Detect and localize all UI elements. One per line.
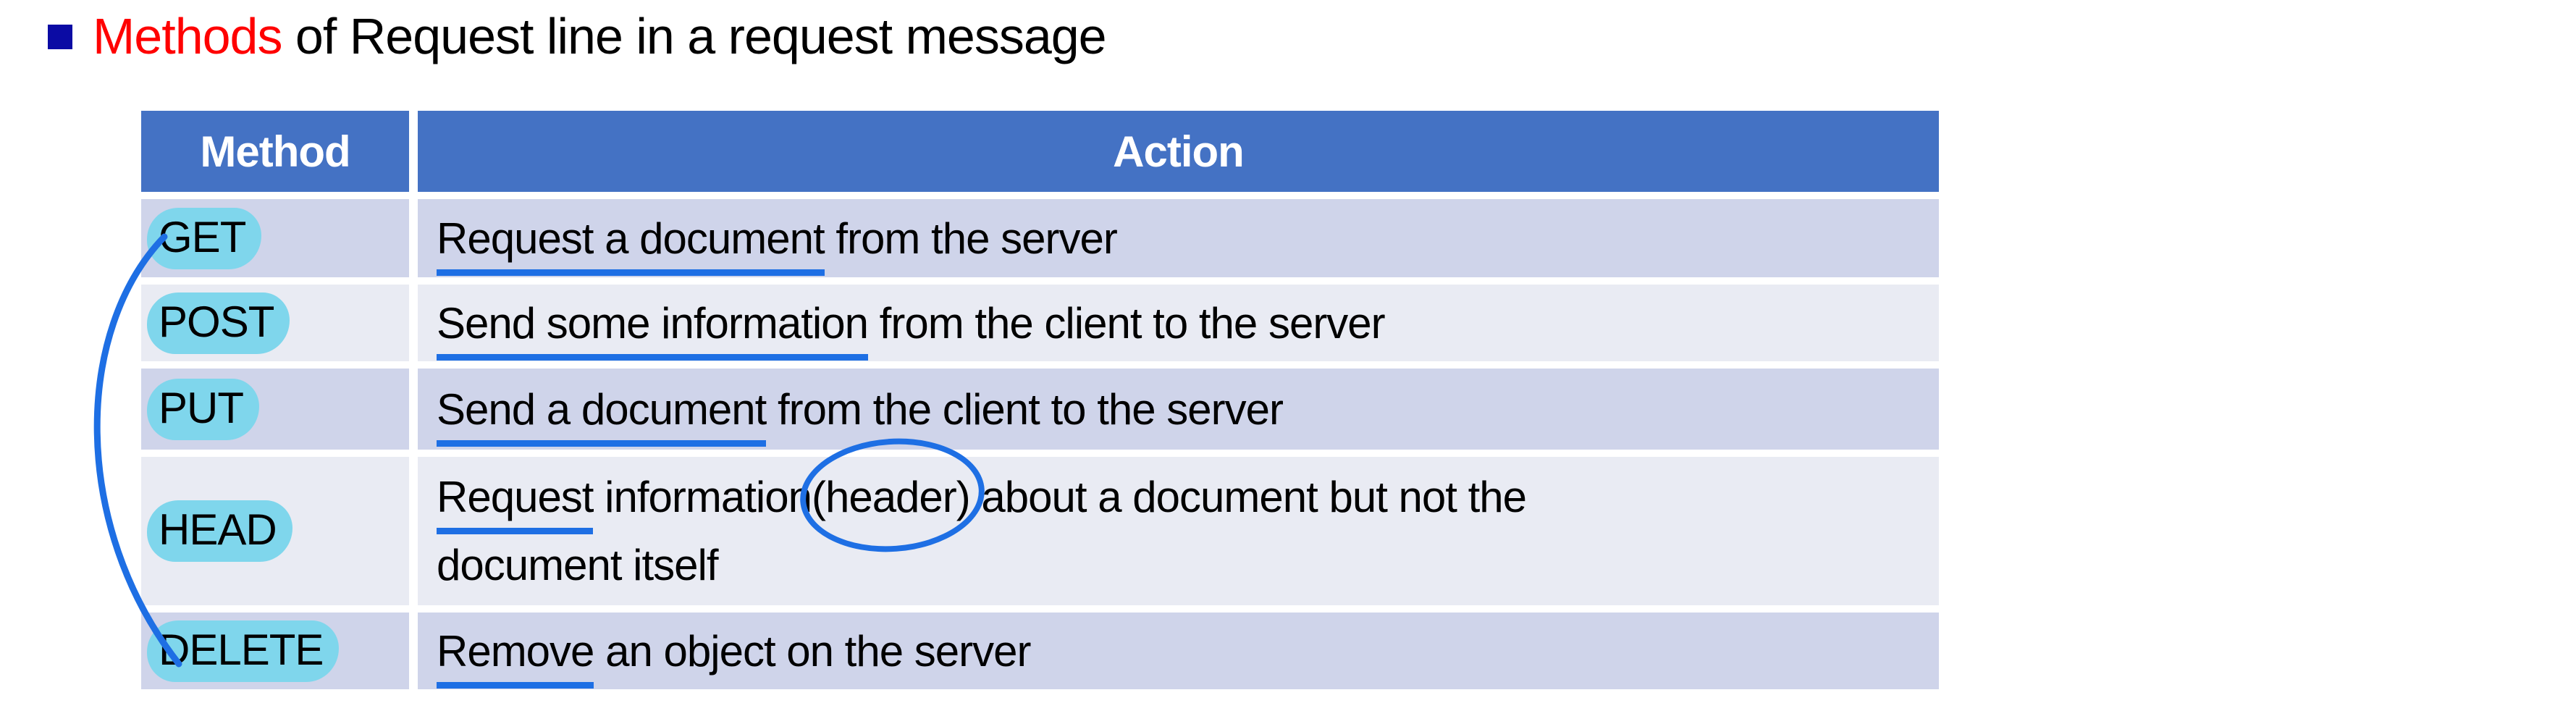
action-segment: document itself — [437, 540, 719, 589]
underline-annotation: Request a document — [437, 214, 825, 276]
method-highlight-annotation: GET — [147, 207, 262, 269]
underline-annotation: Send some information — [437, 298, 869, 361]
title-emphasis: Methods — [93, 8, 282, 64]
method-highlight-annotation: DELETE — [147, 620, 340, 682]
action-text: Send a document from the client to the s… — [437, 384, 1284, 447]
action-segment: an object on the server — [594, 626, 1031, 675]
method-cell-head: HEAD — [141, 457, 409, 605]
method-highlight-annotation: POST — [147, 292, 290, 354]
method-highlight-annotation: PUT — [147, 378, 259, 440]
method-cell-put: PUT — [141, 369, 409, 450]
action-text: Remove an object on the server — [437, 626, 1031, 689]
underline-annotation: Request — [437, 472, 594, 534]
action-text: Request a document from the server — [437, 214, 1118, 276]
underline-annotation: Send a document — [437, 384, 767, 447]
methods-table: Method Action GET Request a document from… — [141, 111, 1939, 689]
method-cell-get: GET — [141, 199, 409, 277]
title-rest: of Request line in a request message — [282, 8, 1107, 64]
action-cell-head: Request information(header) about a docu… — [418, 432, 1939, 605]
action-cell-post: Send some information from the client to… — [418, 285, 1939, 361]
circle-annotation — [796, 432, 988, 558]
method-cell-post: POST — [141, 285, 409, 361]
page-title: Methods of Request line in a request mes… — [93, 6, 1107, 67]
action-segment: from the client to the server — [766, 384, 1284, 434]
action-text: Send some information from the client to… — [437, 298, 1386, 361]
action-cell-delete: Remove an object on the server — [418, 613, 1939, 689]
action-segment: information — [593, 472, 812, 521]
column-header-method: Method — [141, 111, 409, 192]
bullet-square-icon — [48, 25, 72, 49]
slide-title: Methods of Request line in a request mes… — [48, 6, 1107, 67]
action-cell-get: Request a document from the server — [418, 199, 1939, 277]
action-segment: from the server — [824, 214, 1117, 263]
left-arc-annotation — [93, 233, 182, 668]
action-text: Request information(header) about a docu… — [437, 432, 1527, 599]
method-cell-delete: DELETE — [141, 613, 409, 689]
column-header-action: Action — [418, 111, 1939, 192]
action-cell-put: Send a document from the client to the s… — [418, 369, 1939, 450]
circled-text: (header) — [796, 432, 988, 558]
underline-annotation: Remove — [437, 626, 594, 689]
method-highlight-annotation: HEAD — [147, 500, 292, 562]
action-segment: about a document but not the — [969, 472, 1527, 521]
action-segment: from the client to the server — [868, 298, 1386, 348]
